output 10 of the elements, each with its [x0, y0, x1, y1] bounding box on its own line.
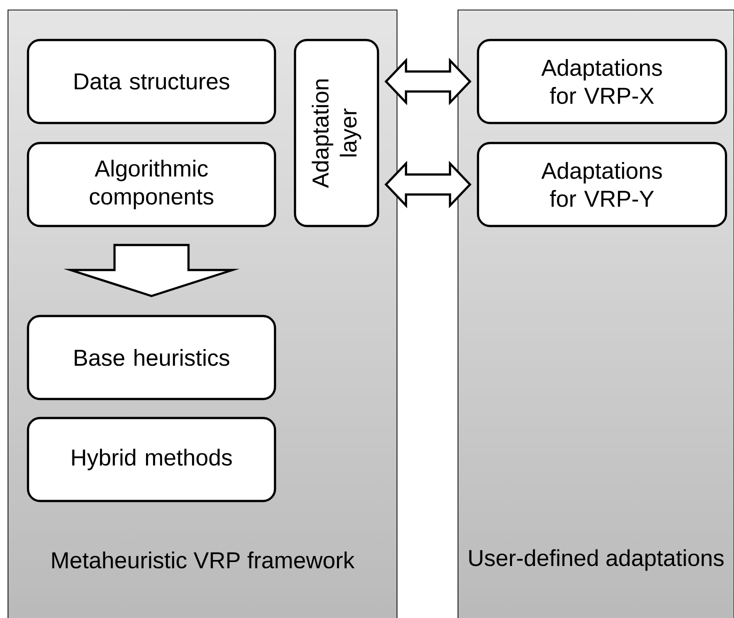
- rounded-box: Data structures: [26, 38, 276, 124]
- block-arrow: [384, 160, 472, 208]
- rounded-box: Adaptations for VRP-Y: [476, 142, 728, 228]
- rounded-box: Base heuristics: [26, 314, 276, 400]
- rounded-box: Hybrid methods: [26, 416, 276, 502]
- block-arrow: [384, 58, 472, 106]
- rounded-box: Adaptations for VRP-X: [476, 38, 728, 124]
- rounded-box: Adaptation layer: [294, 38, 380, 228]
- block-arrow: [63, 244, 240, 298]
- rounded-box: Algorithmic components: [26, 142, 276, 228]
